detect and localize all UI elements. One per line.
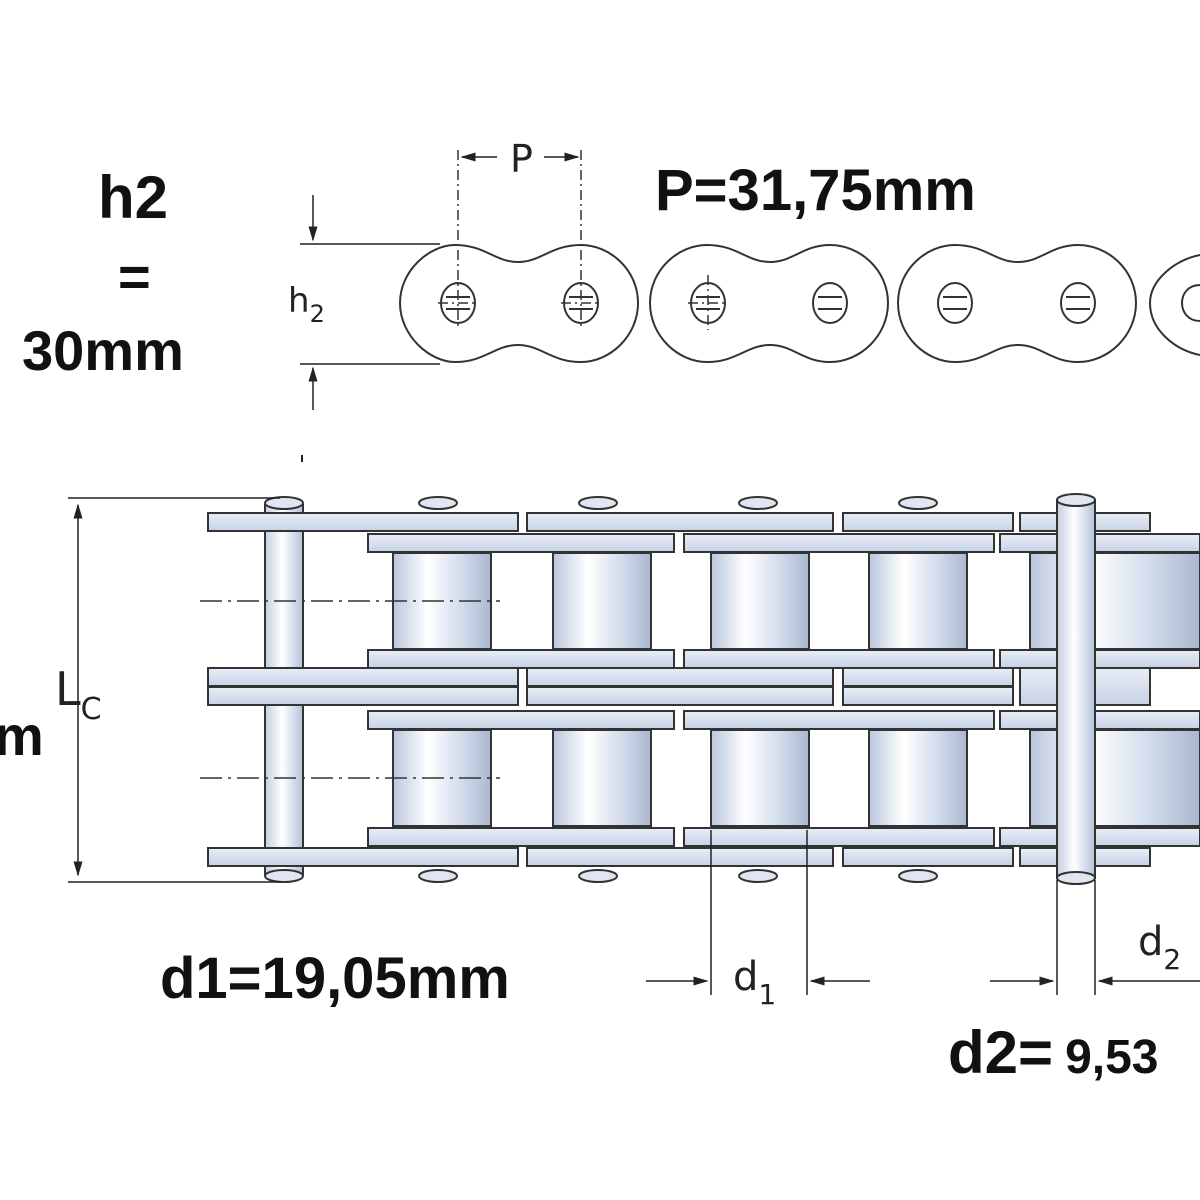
pin-centerlines <box>438 150 728 330</box>
h2-annotation-equals: = <box>118 245 151 308</box>
pin-end <box>264 496 304 510</box>
roller <box>552 729 652 827</box>
inner-plates <box>367 533 995 847</box>
pin-hole <box>1060 282 1096 324</box>
pin-hole <box>812 282 848 324</box>
outer-plates <box>207 512 1014 867</box>
d1-label: d1 <box>733 954 776 1011</box>
pin-holes <box>440 282 1200 324</box>
chain-top-view <box>207 493 1200 885</box>
roller <box>868 552 968 650</box>
pin-hole <box>937 282 973 324</box>
section-pin <box>1056 499 1096 879</box>
pitch-annotation: P=31,75mm <box>655 158 976 223</box>
roller <box>552 552 652 650</box>
roller <box>868 729 968 827</box>
pin-end <box>1056 493 1096 507</box>
sectioned-portion <box>999 512 1200 867</box>
h2-annotation-name: h2 <box>98 164 168 231</box>
h2-label: h2 <box>288 281 325 328</box>
lc-label: LC <box>55 662 102 727</box>
h2-annotation-value: 30mm <box>22 319 184 382</box>
pin-end <box>264 869 304 883</box>
pin-heads <box>418 496 938 883</box>
lc-annotation-fragment: m <box>0 704 44 767</box>
link-outline-1 <box>398 243 640 364</box>
pin-end <box>1056 871 1096 885</box>
d2-dimension <box>990 880 1200 995</box>
link-outline-4 <box>1148 254 1200 356</box>
pitch-label: P <box>510 137 533 181</box>
d2-label: d2 <box>1138 919 1181 976</box>
roller <box>710 552 810 650</box>
link-outline-2 <box>648 243 890 364</box>
d1-annotation: d1=19,05mm <box>160 946 510 1011</box>
rollers-row-1 <box>392 552 968 650</box>
chain-side-view <box>398 150 1200 364</box>
link-outline-3 <box>896 243 1138 364</box>
d1-dimension <box>646 830 870 995</box>
roller-centerlines <box>200 600 500 779</box>
pin-hole-partial <box>1180 284 1200 322</box>
rollers-row-2 <box>392 729 968 827</box>
h2-dimension <box>300 195 440 462</box>
d2-annotation: d2=9,53 <box>948 1019 1158 1086</box>
lc-dimension <box>68 497 280 883</box>
roller <box>710 729 810 827</box>
